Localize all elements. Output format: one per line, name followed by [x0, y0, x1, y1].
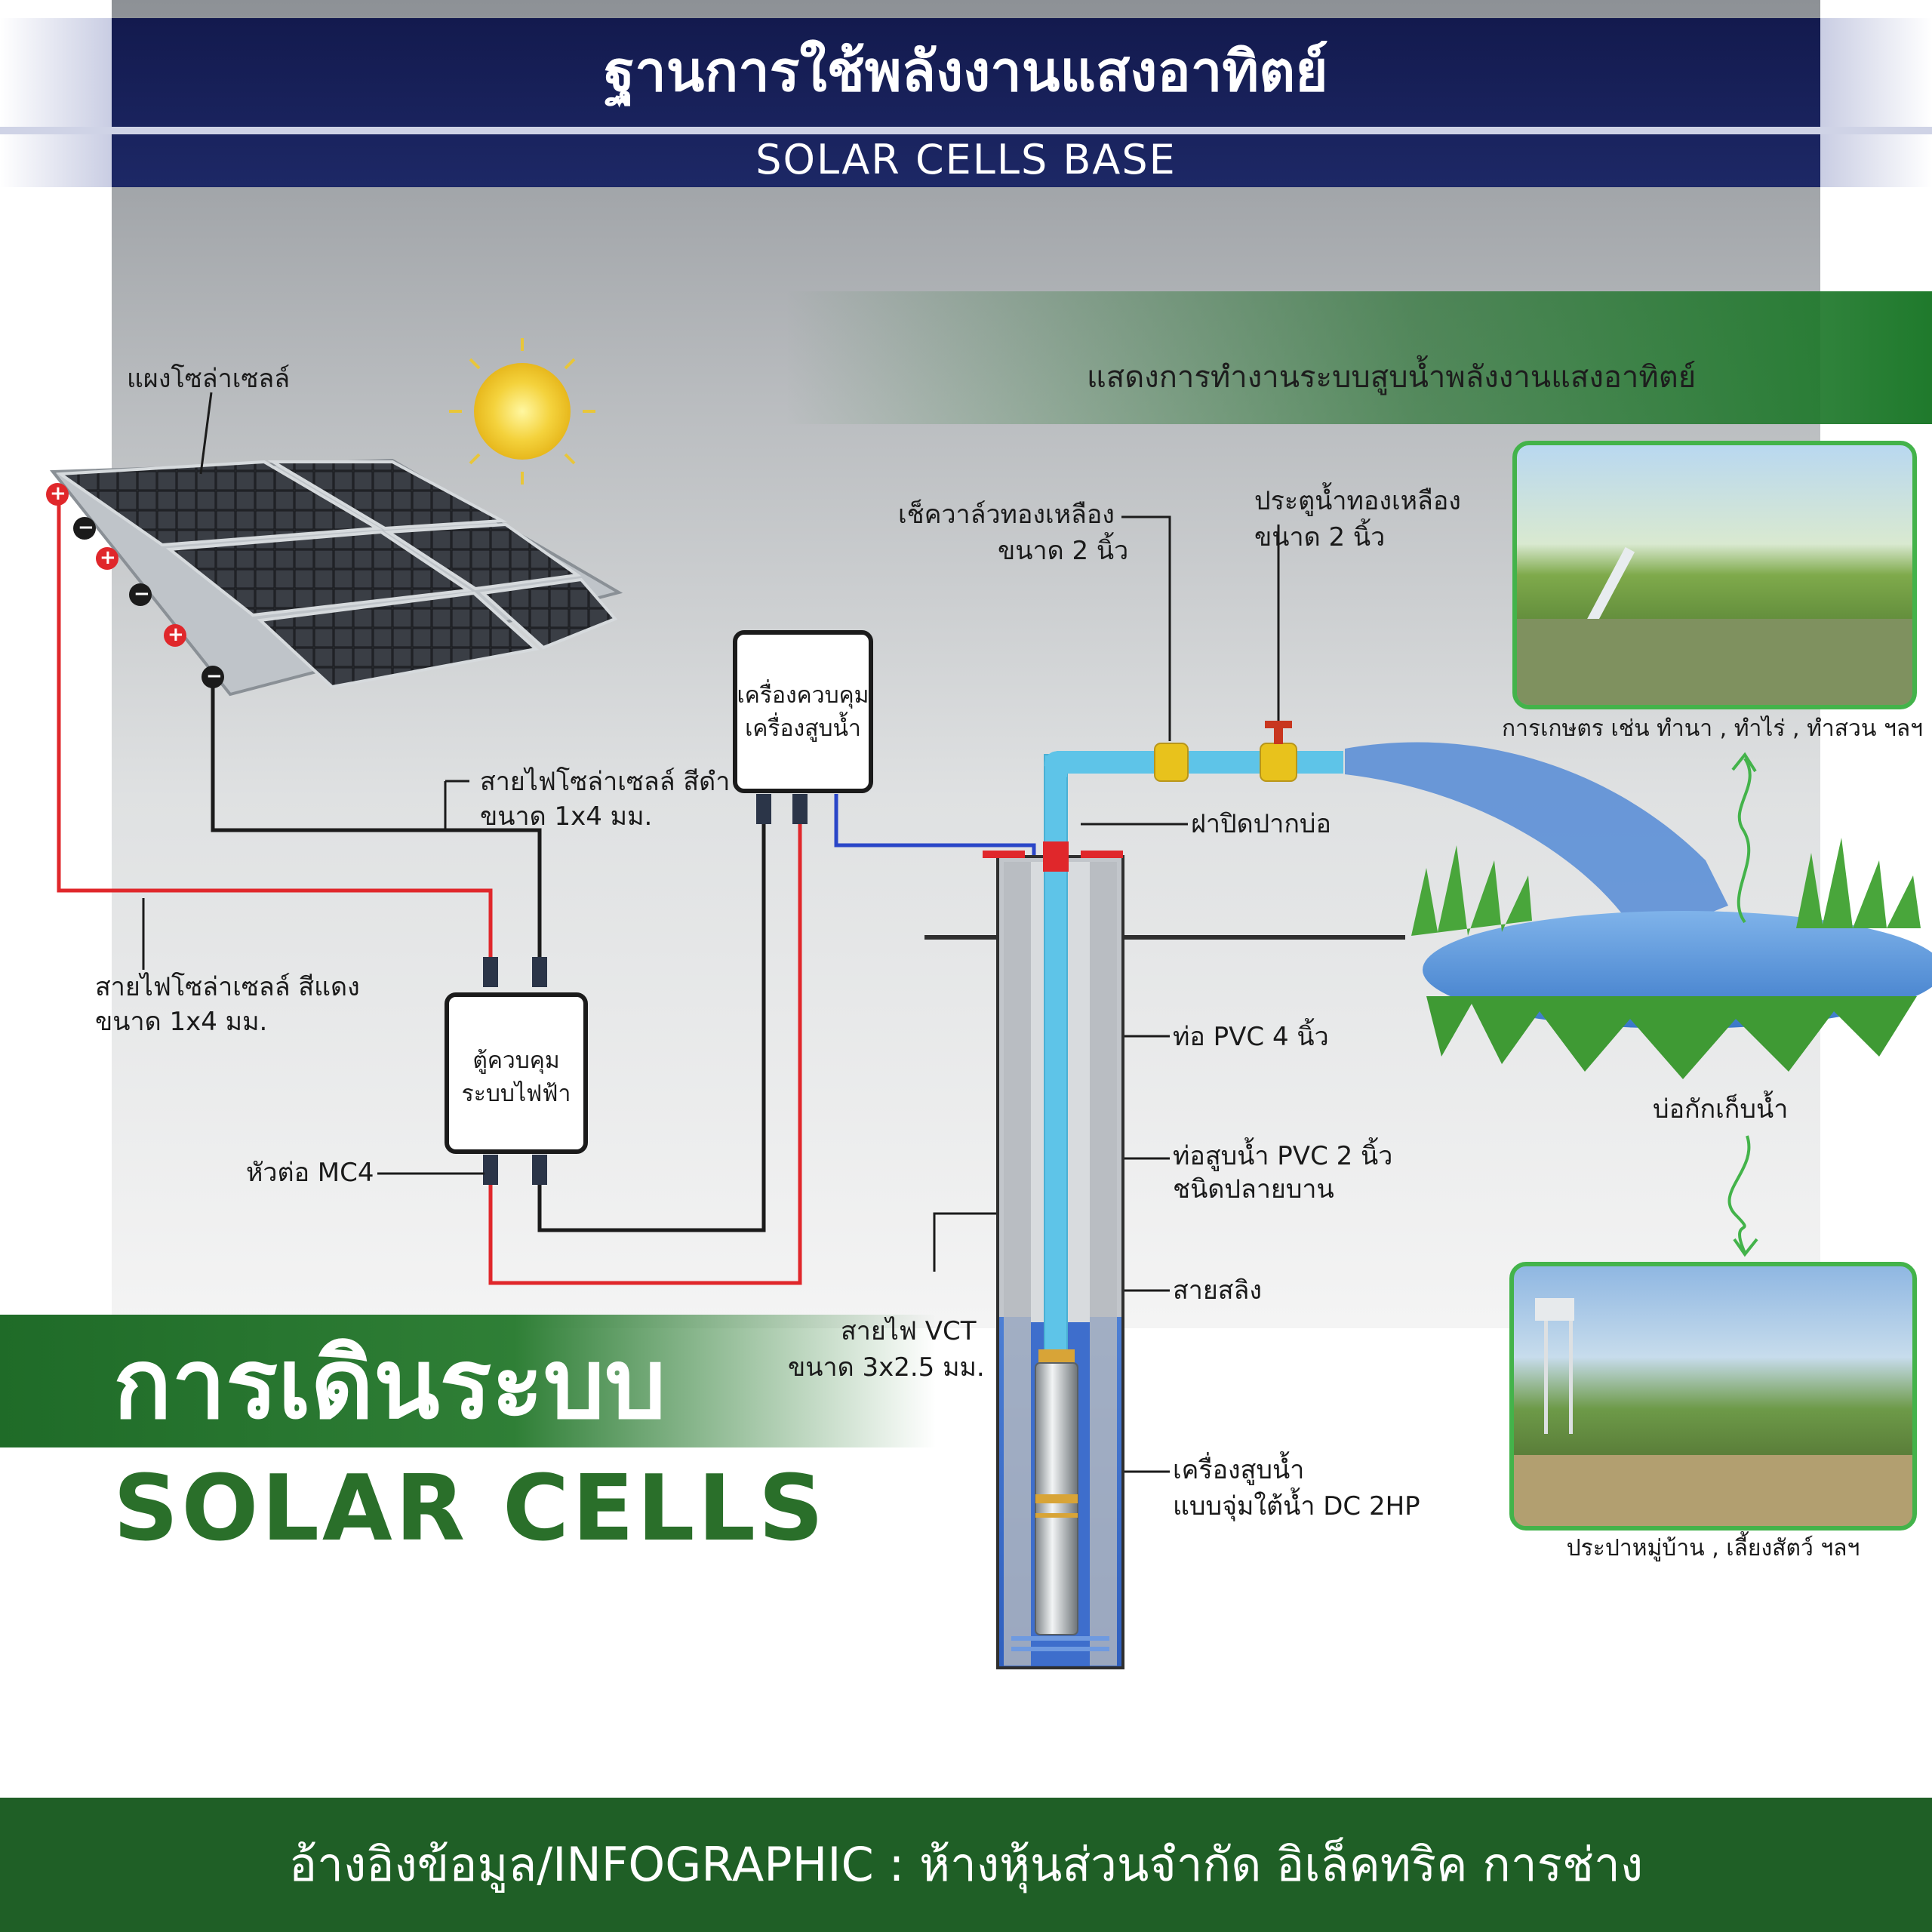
terminal-plus-2: + [100, 546, 116, 569]
label-vct: สายไฟ VCT [841, 1316, 977, 1346]
pump-controller-box [733, 630, 873, 793]
panel-terminals [46, 483, 224, 688]
label-pvc4: ท่อ PVC 4 นิ้ว [1173, 1022, 1329, 1052]
label-control-box-2: ระบบไฟฟ้า [461, 1081, 571, 1107]
agriculture-caption: การเกษตร เช่น ทำนา , ทำไร่ , ทำสวน ฯลฯ [1502, 715, 1924, 742]
label-gate-valve-size: ขนาด 2 นิ้ว [1254, 522, 1386, 552]
village-caption: ประปาหมู่บ้าน , เลี้ยงสัตว์ ฯลฯ [1566, 1535, 1860, 1561]
terminal-minus-1: − [78, 516, 94, 539]
terminal-minus-3: − [206, 665, 223, 688]
label-black-cable: สายไฟโซล่าเซลล์ สีดำ [480, 767, 731, 797]
label-pump-type: แบบจุ่มใต้น้ำ DC 2HP [1173, 1491, 1420, 1521]
label-red-cable: สายไฟโซล่าเซลล์ สีแดง [95, 972, 360, 1002]
terminal-plus-1: + [50, 482, 66, 505]
system-design-title-thai: การเดินระบบ [113, 1328, 666, 1441]
label-pump: เครื่องสูบน้ำ [1173, 1455, 1305, 1485]
label-pvc2: ท่อสูบน้ำ PVC 2 นิ้ว [1173, 1141, 1393, 1171]
village-water-photo [1509, 1262, 1917, 1531]
title-band [112, 18, 1820, 187]
footer-credit: อ้างอิงข้อมูล/INFOGRAPHIC : ห้างหุ้นส่วน… [288, 1837, 1644, 1892]
storage-pond [1411, 838, 1932, 1079]
caption-band [785, 291, 1932, 424]
terminal-minus-2: − [134, 583, 150, 605]
flow-arrow-down [1727, 1135, 1758, 1257]
label-pond: บ่อกักเก็บน้ำ [1653, 1094, 1789, 1124]
sun-icon [449, 338, 595, 485]
label-sling: สายสลิง [1173, 1275, 1262, 1306]
label-check-valve: เช็ควาล์วทองเหลือง [898, 500, 1115, 530]
label-mc4: หัวต่อ MC4 [246, 1158, 374, 1188]
label-pump-controller: เครื่องควบคุม [737, 682, 869, 709]
title-divider [0, 127, 1932, 134]
label-vct-size: ขนาด 3x2.5 มม. [788, 1352, 985, 1383]
label-control-box: ตู้ควบคุม [472, 1048, 560, 1074]
mc4-connectors [483, 794, 808, 1185]
flow-arrow-up [1731, 752, 1757, 924]
title-band-right-fade [1820, 18, 1932, 187]
label-solar-panel: แผงโซล่าเซลล์ [127, 364, 291, 394]
brass-gate-valve [1260, 721, 1297, 782]
title-band-left-fade [0, 18, 112, 187]
page-title-english: SOLAR CELLS BASE [755, 136, 1177, 183]
label-check-valve-size: ขนาด 2 นิ้ว [998, 536, 1129, 566]
label-gate-valve: ประตูน้ำทองเหลือง [1254, 486, 1461, 516]
page-title-thai: ฐานการใช้พลังงานแสงอาทิตย์ [604, 39, 1328, 104]
brass-check-valve [1154, 743, 1189, 782]
submersible-pump [1011, 1349, 1109, 1651]
system-design-title-english: SOLAR CELLS [113, 1457, 827, 1561]
agriculture-photo [1512, 441, 1917, 709]
label-pvc2-type: ชนิดปลายบาน [1173, 1174, 1334, 1204]
terminal-plus-3: + [168, 623, 184, 646]
water-stream [1345, 742, 1728, 951]
label-black-cable-size: ขนาด 1x4 มม. [480, 801, 653, 832]
label-well-cap: ฝาปิดปากบ่อ [1191, 809, 1331, 839]
control-box [445, 992, 588, 1154]
system-design-band [0, 1315, 936, 1447]
label-pump-controller-2: เครื่องสูบน้ำ [745, 715, 861, 742]
solar-panel-array [49, 458, 623, 697]
system-caption: แสดงการทำงานระบบสูบน้ำพลังงานแสงอาทิตย์ [1087, 360, 1697, 395]
label-red-cable-size: ขนาด 1x4 มม. [95, 1007, 268, 1037]
footer-band [0, 1798, 1932, 1932]
